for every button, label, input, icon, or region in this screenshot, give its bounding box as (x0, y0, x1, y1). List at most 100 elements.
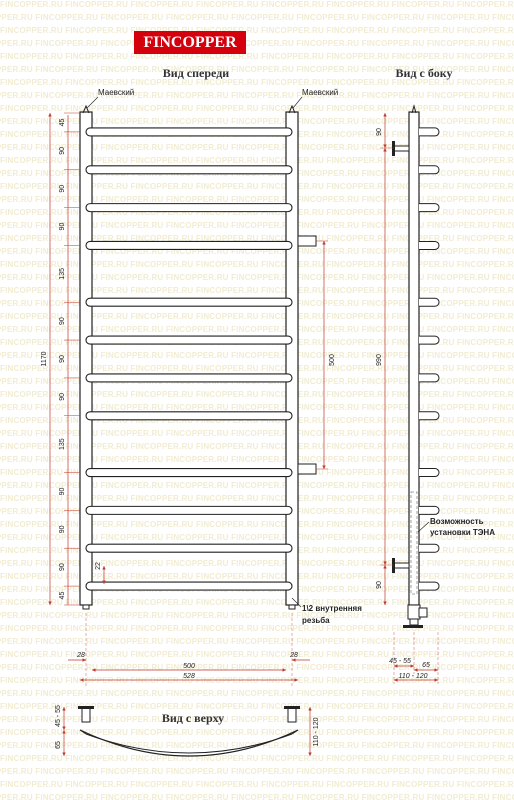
segment-dim-4: 90 (59, 223, 66, 231)
watermark-row: FINCOPPER.RU FINCOPPER.RU FINCOPPER.RU F… (0, 117, 514, 126)
side-rung-12 (419, 581, 440, 591)
segment-dim-5: 135 (59, 268, 66, 280)
top-left-bracket (81, 707, 91, 723)
total-height-dim: 1170 (41, 351, 48, 366)
bar-diameter-dim: 22 (95, 562, 102, 570)
left-offset-dim: 28 (76, 652, 85, 659)
segment-dim-2: 90 (59, 147, 66, 155)
watermark-row: FINCOPPER.RU FINCOPPER.RU FINCOPPER.RU F… (0, 702, 514, 711)
side-rung-11 (419, 543, 440, 553)
top-dim-a: 45 - 55 (55, 705, 62, 727)
right-riser (285, 111, 299, 606)
left-valve-label: Маевский (98, 88, 134, 97)
watermark-row: FINCOPPER.RU FINCOPPER.RU FINCOPPER.RU F… (0, 520, 514, 529)
top-view (78, 706, 300, 757)
segment-dim-11: 90 (59, 525, 66, 533)
side-view (392, 104, 440, 628)
heater-head (407, 604, 421, 620)
watermark-row: FINCOPPER.RU FINCOPPER.RU FINCOPPER.RU F… (0, 273, 514, 282)
watermark-row: FINCOPPER.RU FINCOPPER.RU FINCOPPER.RU F… (0, 221, 514, 230)
watermark-row: FINCOPPER.RU FINCOPPER.RU FINCOPPER.RU F… (0, 416, 514, 425)
top-view-arc-inner (85, 733, 293, 754)
side-rung-4 (419, 240, 440, 250)
segment-dim-1: 45 (59, 118, 66, 126)
side-riser (408, 111, 420, 606)
rungs-group (85, 127, 293, 591)
watermark-row: FINCOPPER.RU FINCOPPER.RU FINCOPPER.RU F… (0, 91, 514, 100)
side-rung-1 (419, 127, 440, 137)
watermark-row: FINCOPPER.RU FINCOPPER.RU FINCOPPER.RU F… (0, 754, 514, 763)
watermark-row: FINCOPPER.RU FINCOPPER.RU FINCOPPER.RU F… (0, 624, 514, 633)
segment-dim-6: 90 (59, 317, 66, 325)
upper-bracket (393, 145, 410, 152)
segment-dim-7: 90 (59, 355, 66, 363)
top-view-title: Вид с верху (162, 711, 224, 725)
side-rung-5 (419, 297, 440, 307)
watermark-row: FINCOPPER.RU FINCOPPER.RU FINCOPPER.RU F… (0, 286, 514, 295)
side-depth-dimensions: 45 - 55 65 110 - 120 (389, 632, 439, 684)
heater-label-2: установки ТЭНА (430, 528, 495, 537)
watermark-row: FINCOPPER.RU FINCOPPER.RU FINCOPPER.RU F… (0, 65, 514, 74)
rung-2 (85, 165, 293, 175)
top-dim-c: 110 - 120 (313, 717, 320, 746)
watermark-row: FINCOPPER.RU FINCOPPER.RU FINCOPPER.RU F… (0, 559, 514, 568)
segment-dim-8: 90 (59, 393, 66, 401)
watermark-row: FINCOPPER.RU FINCOPPER.RU FINCOPPER.RU F… (0, 689, 514, 698)
watermark-row: FINCOPPER.RU FINCOPPER.RU FINCOPPER.RU F… (0, 247, 514, 256)
side-rung-3 (419, 203, 440, 213)
watermark-row: FINCOPPER.RU FINCOPPER.RU FINCOPPER.RU F… (0, 52, 514, 61)
watermark-row: FINCOPPER.RU FINCOPPER.RU FINCOPPER.RU F… (0, 182, 514, 191)
rung-6 (85, 335, 293, 345)
bottom-dimensions: 28 28 500 528 (68, 613, 310, 686)
lower-bracket (393, 562, 410, 569)
thread-label-1: 1\2 внутренняя (302, 604, 362, 613)
side-rung-6 (419, 335, 440, 345)
watermark-row: FINCOPPER.RU FINCOPPER.RU FINCOPPER.RU F… (0, 663, 514, 672)
side-view-title: Вид с боку (396, 66, 453, 80)
rung-5 (85, 297, 293, 307)
brand-logo: FINCOPPER (134, 31, 246, 54)
side-rung-10 (419, 505, 440, 515)
side-range-1-dim: 45 - 55 (389, 658, 411, 665)
heater-label-1: Возможность (430, 517, 484, 526)
outer-width-dim: 528 (183, 673, 195, 680)
right-offset-dim: 28 (289, 652, 298, 659)
watermark-row: FINCOPPER.RU FINCOPPER.RU FINCOPPER.RU F… (0, 364, 514, 373)
watermark-row: FINCOPPER.RU FINCOPPER.RU FINCOPPER.RU F… (0, 156, 514, 165)
side-height-dim: 990 (376, 354, 383, 366)
top-right-bracket (287, 707, 297, 723)
left-valve-icon (82, 104, 90, 114)
rung-3 (85, 203, 293, 213)
watermark-row: FINCOPPER.RU FINCOPPER.RU FINCOPPER.RU F… (0, 312, 514, 321)
watermark-row: FINCOPPER.RU FINCOPPER.RU FINCOPPER.RU F… (0, 403, 514, 412)
watermark-row: FINCOPPER.RU FINCOPPER.RU FINCOPPER.RU F… (0, 611, 514, 620)
side-rungs-group (419, 127, 440, 591)
side-rung-7 (419, 373, 440, 383)
watermark-row: FINCOPPER.RU FINCOPPER.RU FINCOPPER.RU F… (0, 637, 514, 646)
watermark-row: FINCOPPER.RU FINCOPPER.RU FINCOPPER.RU F… (0, 598, 514, 607)
rung-9 (85, 467, 293, 478)
watermark-row: FINCOPPER.RU FINCOPPER.RU FINCOPPER.RU F… (0, 455, 514, 464)
upper-connection (297, 235, 317, 247)
side-bottom-dim: 90 (376, 581, 383, 589)
watermark-row: FINCOPPER.RU FINCOPPER.RU FINCOPPER.RU F… (0, 195, 514, 204)
watermark-row: FINCOPPER.RU FINCOPPER.RU FINCOPPER.RU F… (0, 78, 514, 87)
rung-11 (85, 543, 293, 553)
rung-1 (85, 127, 293, 137)
watermark-row: FINCOPPER.RU FINCOPPER.RU FINCOPPER.RU F… (0, 0, 514, 9)
side-offset-dim: 65 (422, 662, 430, 669)
side-rung-9 (419, 468, 440, 478)
watermark-row: FINCOPPER.RU FINCOPPER.RU FINCOPPER.RU F… (0, 351, 514, 360)
watermark-row: FINCOPPER.RU FINCOPPER.RU FINCOPPER.RU F… (0, 143, 514, 152)
side-top-dim: 90 (376, 128, 383, 136)
side-rung-8 (419, 411, 440, 421)
watermark-row: FINCOPPER.RU FINCOPPER.RU FINCOPPER.RU F… (0, 208, 514, 217)
watermark-row: FINCOPPER.RU FINCOPPER.RU FINCOPPER.RU F… (0, 325, 514, 334)
watermark-row: FINCOPPER.RU FINCOPPER.RU FINCOPPER.RU F… (0, 715, 514, 724)
watermark-row: FINCOPPER.RU FINCOPPER.RU FINCOPPER.RU F… (0, 494, 514, 503)
watermark-row: FINCOPPER.RU FINCOPPER.RU FINCOPPER.RU F… (0, 26, 514, 35)
watermark-row: FINCOPPER.RU FINCOPPER.RU FINCOPPER.RU F… (0, 13, 514, 22)
rung-12 (85, 581, 293, 591)
